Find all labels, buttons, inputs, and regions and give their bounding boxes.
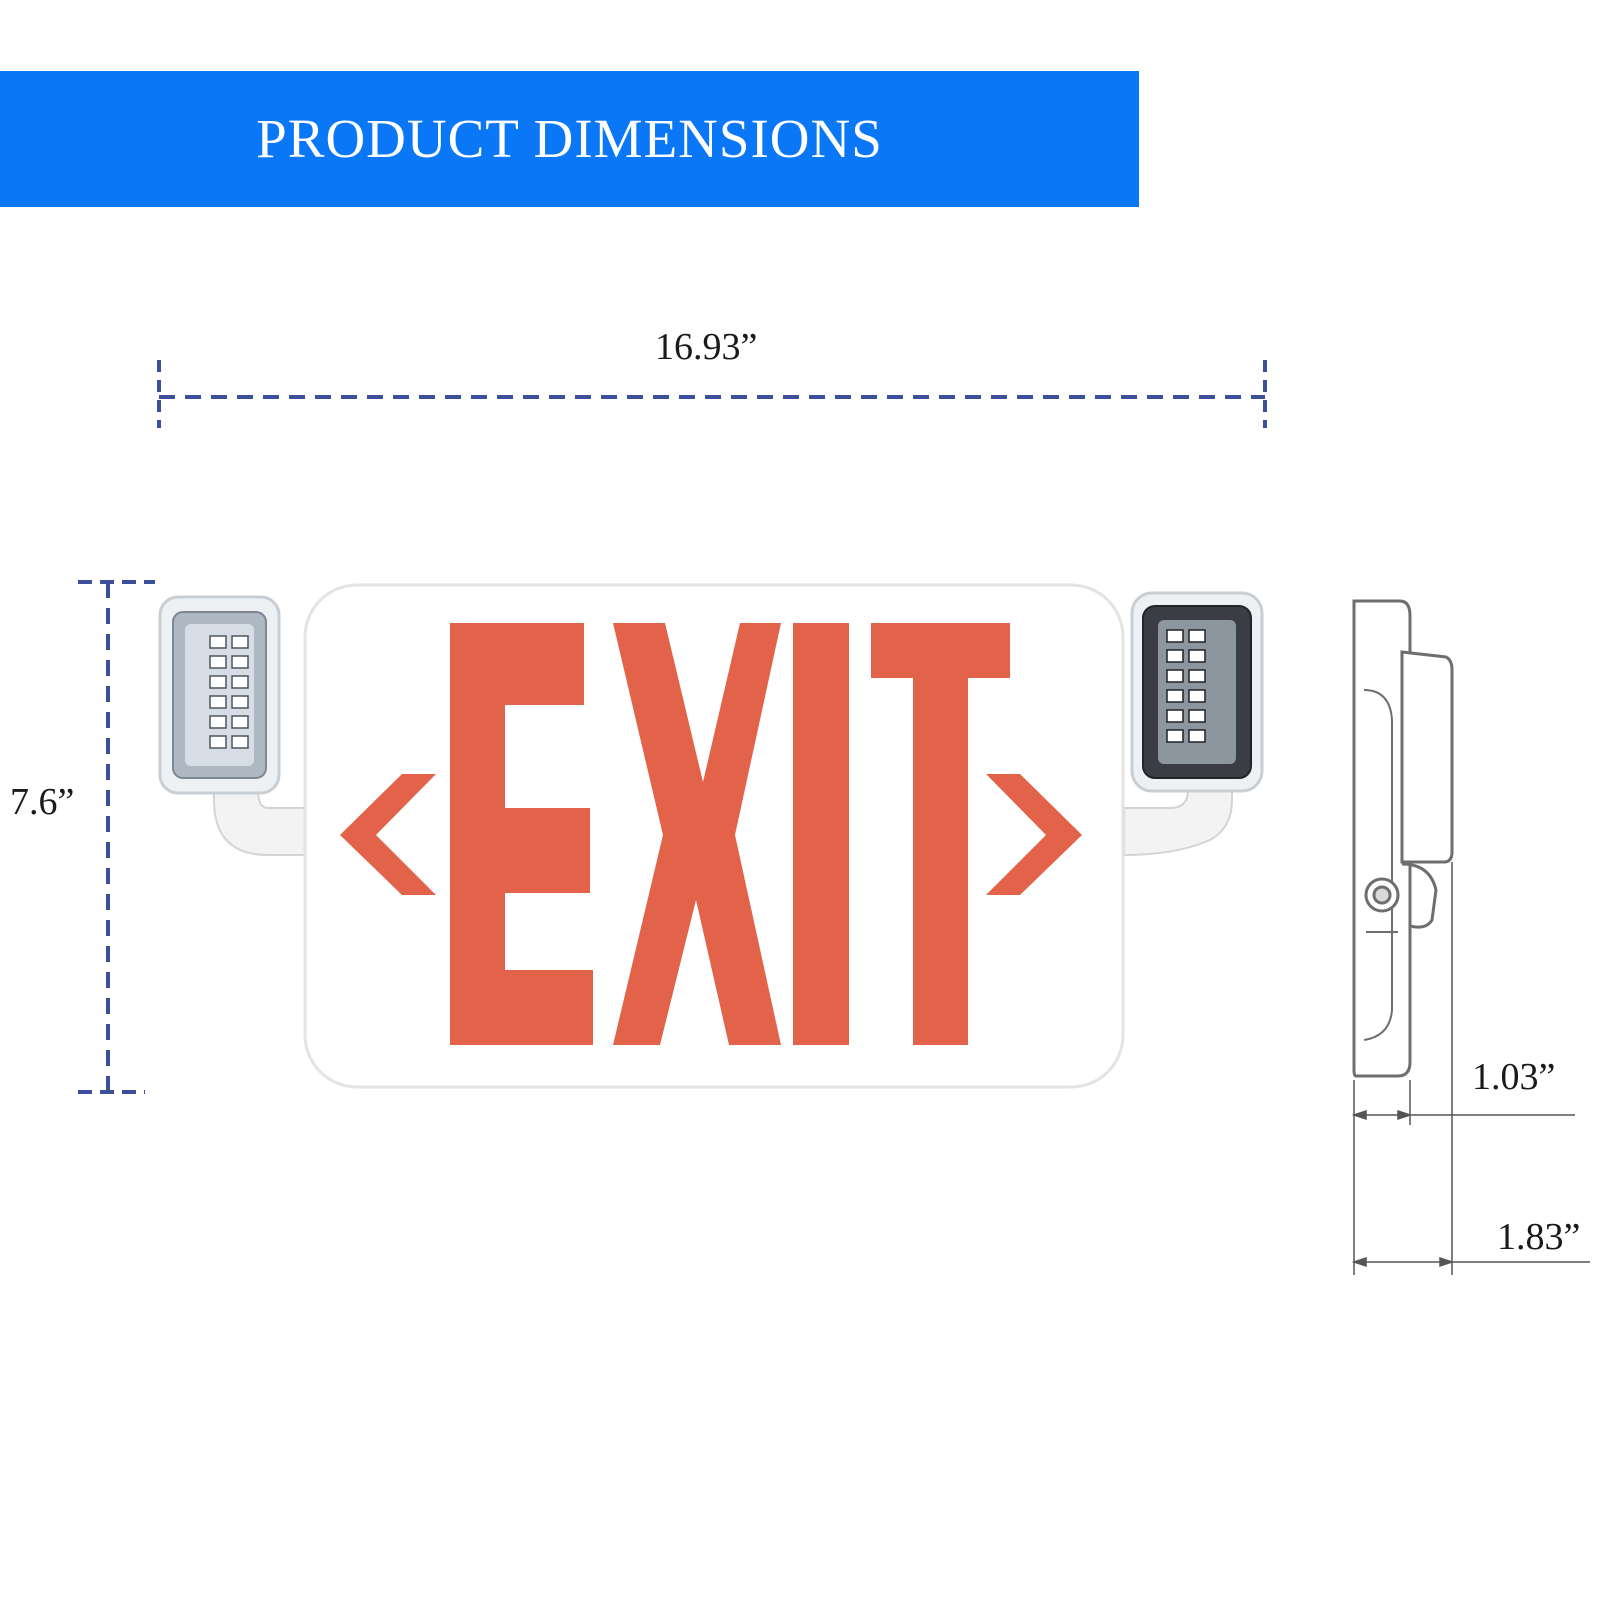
depth-total-label: 1.83” bbox=[1497, 1216, 1581, 1258]
right-lamp-head bbox=[1130, 591, 1264, 793]
left-lamp-head bbox=[158, 595, 281, 795]
width-label: 16.93” bbox=[655, 326, 758, 368]
letter-e bbox=[450, 623, 593, 1045]
left-arrow bbox=[340, 774, 436, 895]
letter-i bbox=[793, 623, 849, 1045]
width-dimension-line bbox=[157, 360, 1267, 428]
height-dimension-line bbox=[78, 580, 155, 1094]
exit-letters bbox=[450, 623, 1010, 1045]
depth-dimension-lines bbox=[1351, 862, 1590, 1275]
height-label: 7.6” bbox=[10, 781, 75, 823]
header-banner: PRODUCT DIMENSIONS bbox=[0, 71, 1139, 207]
banner-title: PRODUCT DIMENSIONS bbox=[256, 108, 883, 169]
right-arrow bbox=[986, 774, 1082, 895]
letter-t bbox=[871, 623, 1010, 1045]
letter-x bbox=[613, 623, 781, 1045]
side-profile-view bbox=[1352, 599, 1454, 1078]
depth-body-label: 1.03” bbox=[1472, 1056, 1556, 1098]
